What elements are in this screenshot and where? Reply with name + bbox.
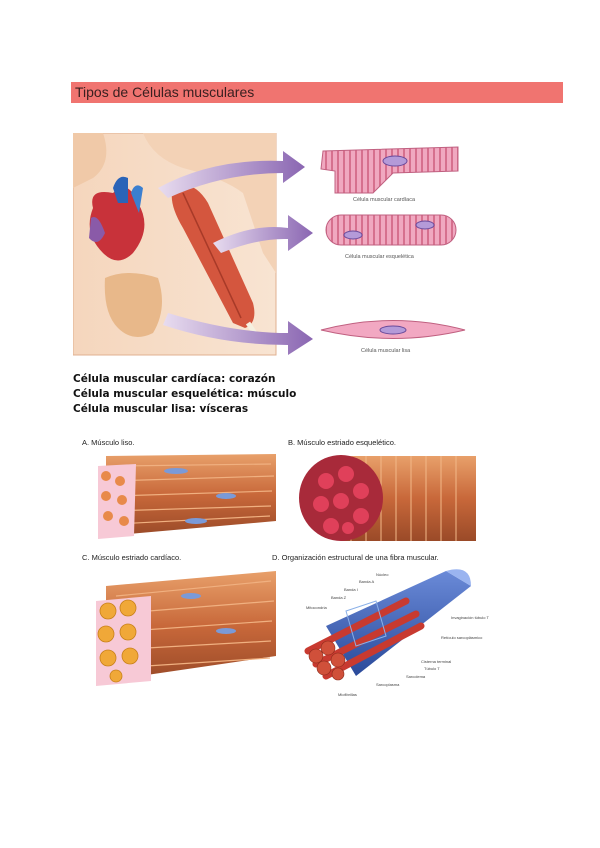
heart-icon <box>89 176 145 261</box>
arrow-skeletal <box>213 215 313 253</box>
label-skeletal: Célula muscular esquelética <box>345 254 415 260</box>
panel-smooth-muscle: A. Músculo liso. <box>82 438 276 539</box>
d-label-t-tubule: Túbulo T <box>424 666 440 671</box>
arrow-cardiac <box>158 151 305 198</box>
panel-c-label: C. Músculo estriado cardíaco. <box>82 553 181 562</box>
d-label-sarcoplasmic-reticulum: Retículo sarcoplásmico <box>441 635 483 640</box>
panel-skeletal-muscle: B. Músculo estriado esquelético. <box>288 438 476 541</box>
d-label-band-z: Banda Z <box>331 595 347 600</box>
d-label-terminal-cistern: Cisterna terminal <box>421 659 451 664</box>
d-label-band-a: Banda A <box>359 579 374 584</box>
panel-d-label: D. Organización estructural de una fibra… <box>272 553 439 562</box>
d-label-mitochondria: Mitocondria <box>306 605 327 610</box>
d-label-myofibrils: Miofibrillas <box>338 692 357 697</box>
panel-b-label: B. Músculo estriado esquelético. <box>288 438 396 447</box>
caption-smooth: Célula muscular lisa: vísceras <box>73 403 249 415</box>
d-label-nucleus: Núcleo <box>376 572 389 577</box>
section-title: Tipos de Células musculares <box>75 84 255 100</box>
caption-cardiac: Célula muscular cardíaca: corazón <box>73 373 276 385</box>
muscle-tissue-figure: A. Músculo liso. B. Músculo estriado esq… <box>82 438 490 697</box>
captions: Célula muscular cardíaca: corazón Célula… <box>73 372 296 417</box>
d-label-sarcolemma: Sarcolema <box>406 674 426 679</box>
section-title-banner: Tipos de Células musculares <box>71 82 563 103</box>
d-label-sarcoplasm: Sarcoplasma <box>376 682 400 687</box>
smooth-cell-icon <box>320 320 466 339</box>
d-label-t-invagination: Invaginación túbulo T <box>451 615 490 620</box>
caption-skeletal: Célula muscular esquelética: músculo <box>73 388 297 400</box>
label-cardiac: Célula muscular cardíaca <box>353 197 416 203</box>
cardiac-cell-icon <box>320 146 459 194</box>
arrow-smooth <box>163 313 313 355</box>
panel-fiber-organization: D. Organización estructural de una fibra… <box>272 553 490 697</box>
skeletal-cell-icon <box>325 214 457 246</box>
panel-a-label: A. Músculo liso. <box>82 438 135 447</box>
panel-cardiac-muscle: C. Músculo estriado cardíaco. <box>82 553 276 686</box>
muscle-cell-types-figure: Célula muscular cardíaca Célula muscular… <box>73 133 466 356</box>
label-smooth: Célula muscular lisa <box>361 348 411 354</box>
d-label-band-i: Banda I <box>344 587 358 592</box>
